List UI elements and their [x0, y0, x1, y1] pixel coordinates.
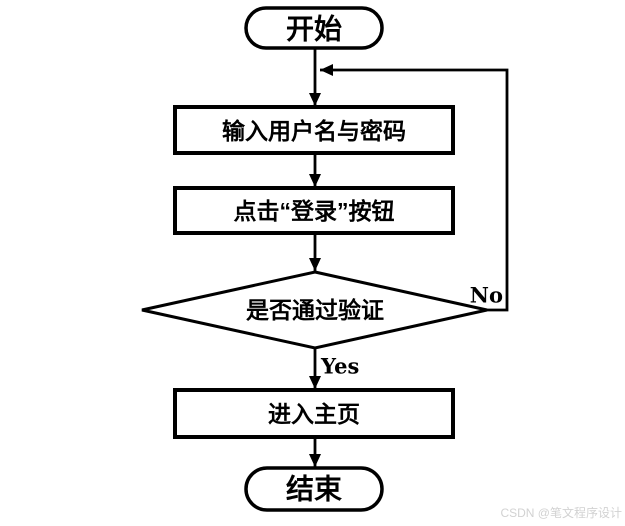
start-terminator [244, 6, 384, 50]
process-enter-home-label: 进入主页 [268, 401, 360, 427]
no-edge-label: No [470, 283, 503, 308]
decision-verify-diamond [141, 270, 488, 350]
watermark-text: CSDN @笔文程序设计 [500, 505, 622, 520]
process-enter-home-box [173, 388, 455, 439]
process-input-credentials-label: 输入用户名与密码 [222, 118, 406, 144]
process-input-credentials-box [173, 105, 455, 155]
end-label: 结束 [286, 474, 342, 505]
edge-no-loopback [320, 64, 509, 312]
decision-verify-label: 是否通过验证 [246, 297, 384, 323]
yes-edge-label: Yes [320, 354, 359, 379]
end-terminator [244, 466, 384, 512]
process-click-login-box [173, 186, 455, 235]
process-click-login-label: 点击“登录”按钮 [234, 198, 395, 224]
start-label: 开始 [286, 14, 342, 45]
